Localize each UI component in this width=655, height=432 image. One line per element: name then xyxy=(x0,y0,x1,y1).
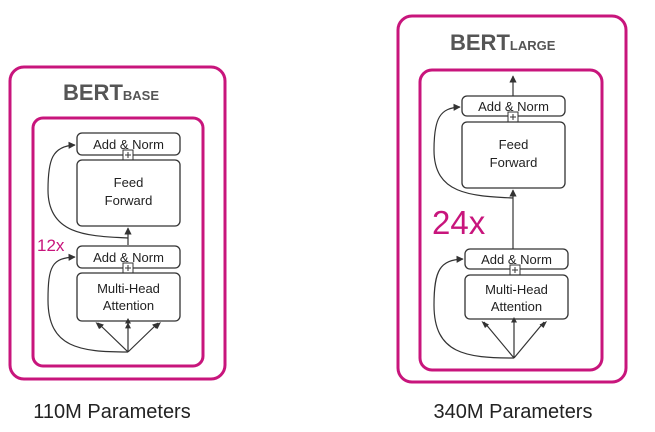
bert-large-feed-forward-label-1: Feed xyxy=(499,137,529,152)
bert-large-attention-label-1: Multi-Head xyxy=(485,282,548,297)
bert-base-residual-bottom xyxy=(47,253,129,353)
bert-large-caption: 340M Parameters xyxy=(434,401,593,423)
bert-large-residual-top xyxy=(433,103,514,199)
bert-large-attention-label-2: Attention xyxy=(491,299,542,314)
bert-base-feed-forward-label-2: Forward xyxy=(105,193,153,208)
bert-base-outer-frame xyxy=(8,65,227,381)
bert-base-model: BERTBASE Add & Norm Feed Forward 12x Add… xyxy=(8,65,227,423)
bert-large-feed-forward xyxy=(461,121,566,189)
bert-large-outer-frame xyxy=(396,14,628,384)
bert-base-add-norm-bottom-label: Add & Norm xyxy=(93,250,164,265)
bert-base-encoder-frame xyxy=(31,116,205,368)
bert-base-feed-forward xyxy=(76,159,181,227)
bert-large-title: BERTLARGE xyxy=(450,30,556,55)
bert-large-input-arrows xyxy=(483,321,545,359)
bert-base-residual-top xyxy=(47,141,129,239)
bert-base-feed-forward-label-1: Feed xyxy=(114,175,144,190)
bert-base-add-norm-top-label: Add & Norm xyxy=(93,137,164,152)
bert-large-add-norm-top-label: Add & Norm xyxy=(478,99,549,114)
plus-in-square-icon xyxy=(122,149,134,161)
bert-base-attention-label-2: Attention xyxy=(103,298,154,313)
bert-large-arrowheads xyxy=(481,317,547,328)
bert-base-input-arrows xyxy=(97,322,159,353)
bert-large-repeat-label: 24x xyxy=(432,204,486,241)
bert-large-attention xyxy=(464,274,569,320)
plus-in-square-icon xyxy=(122,262,134,274)
bert-base-caption: 110M Parameters xyxy=(33,401,190,423)
bert-large-feed-forward-label-2: Forward xyxy=(490,155,538,170)
bert-large-residual-bottom xyxy=(433,255,515,359)
bert-base-repeat-label: 12x xyxy=(37,236,65,255)
bert-large-model: BERTLARGE Add & Norm Feed Forward 24x Ad… xyxy=(396,14,628,423)
bert-large-add-norm-bottom-label: Add & Norm xyxy=(481,252,552,267)
plus-in-square-icon xyxy=(509,264,521,276)
bert-base-title: BERTBASE xyxy=(63,80,159,105)
bert-large-encoder-frame xyxy=(418,68,604,372)
plus-in-square-icon xyxy=(507,111,519,123)
bert-base-attention-label-1: Multi-Head xyxy=(97,281,160,296)
bert-base-arrowheads xyxy=(95,318,161,329)
